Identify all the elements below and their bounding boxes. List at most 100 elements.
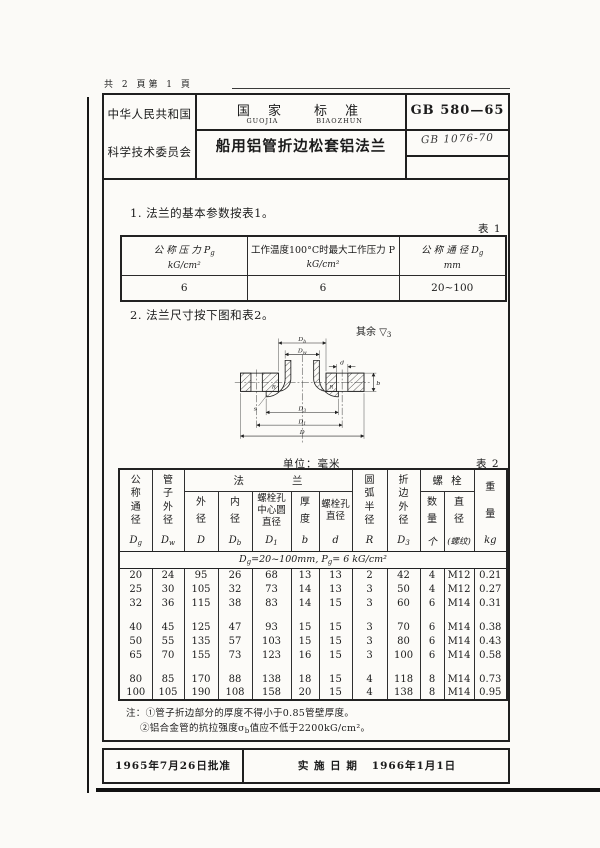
t2-spacer-cell	[118, 662, 153, 672]
pipe-wall-left	[265, 359, 292, 398]
std-cn-1: 国 家	[236, 104, 288, 119]
t2-cell: 50	[118, 634, 153, 648]
t2-spacer-cell	[251, 610, 292, 620]
flange-ring-left	[240, 372, 279, 392]
t2-cell: 95	[183, 568, 219, 582]
t2-cell: 15	[318, 620, 353, 634]
t2-spacer-cell	[386, 662, 421, 672]
t2-cell: 13	[290, 568, 320, 582]
t2-h-fold-od: 折边外径	[386, 469, 421, 531]
t2-symbol-cell: D1	[251, 531, 292, 552]
t2-cell: 32	[217, 582, 253, 596]
t2-cell: 83	[251, 596, 292, 610]
t2-cell: 15	[318, 686, 353, 700]
t2-cell: 93	[251, 620, 292, 634]
t2-cell: 100	[118, 686, 153, 700]
fillet-label-r-left: R	[271, 385, 276, 391]
t2-cell: 47	[217, 620, 253, 634]
t2-cell: 108	[217, 686, 253, 700]
t2-spacer-cell	[473, 610, 508, 620]
t2-symbol-cell: Db	[217, 531, 253, 552]
std-word-group: 国 家 GUOJIA	[237, 100, 288, 125]
footer-divider	[242, 750, 244, 782]
std-word-group: 标 准 BIAOZHUN	[314, 100, 365, 125]
t2-cell: 0.38	[473, 620, 508, 634]
t2-symbol-cell: Dg	[118, 531, 153, 552]
t2-spacer-cell	[443, 662, 475, 672]
t2-cell: 68	[251, 568, 292, 582]
t2-spacer-cell	[419, 662, 445, 672]
t2-symbol-cell: 个	[419, 531, 445, 552]
t2-h-id: 内径	[217, 491, 253, 531]
t2-spacer-cell	[473, 662, 508, 672]
t2-cell: 3	[351, 648, 388, 662]
t2-cell: 4	[419, 582, 445, 596]
t2-cell: 3	[351, 582, 388, 596]
t2-cell: 6	[419, 648, 445, 662]
t2-cell: 118	[386, 672, 421, 686]
t2-spacer-cell	[118, 610, 153, 620]
t2-group-spacer	[118, 610, 508, 620]
t2-cell: 42	[386, 568, 421, 582]
implementation-date: 实 施 日 期 1966年1月1日	[297, 760, 457, 772]
std-pinyin-1: GUOJIA	[246, 117, 279, 125]
t2-cell: 0.95	[473, 686, 508, 700]
t2-symbol-cell: D	[183, 531, 219, 552]
section-1-text: 1. 法兰的基本参数按表1。	[130, 206, 274, 220]
t2-cell: 15	[318, 672, 353, 686]
t2-cell: 57	[217, 634, 253, 648]
pagination: 共 2 頁第 1 頁	[104, 80, 193, 90]
issuer-cell: 中华人民共和国 科学技术委员会	[104, 95, 195, 178]
t2-cell: M12	[443, 582, 475, 596]
t2-symbol-cell: Dw	[151, 531, 185, 552]
table-2: 公称通径 管子外径 法兰 圆弧半径 折边外径 螺栓 重量 外径 内径 螺栓孔中心…	[118, 468, 509, 701]
t2-cell: 138	[386, 686, 421, 700]
header-right-rule-2	[407, 155, 508, 157]
t2-cell: 0.43	[473, 634, 508, 648]
t2-cell: 138	[251, 672, 292, 686]
t2-spacer-cell	[290, 662, 320, 672]
t2-cell: 15	[318, 596, 353, 610]
t2-cell: 65	[118, 648, 153, 662]
t2-cell: 8	[419, 686, 445, 700]
t2-cell: 15	[290, 634, 320, 648]
t2-symbol-cell: (螺纹)	[443, 531, 475, 552]
t2-cell: 14	[290, 582, 320, 596]
t2-h-bolt-hole: 螺栓孔直径	[318, 491, 353, 531]
table1-header-working-pressure: 工作温度100°C时最大工作压力 P kG/cm²	[246, 235, 400, 276]
t2-cell: 105	[183, 582, 219, 596]
table1-data-row: 6 6 20~100	[120, 275, 507, 302]
t2-subheader-row: Dg=20~100mm, Pg= 6 kG/cm²	[118, 551, 508, 569]
t2-symbol-cell: kg	[473, 531, 508, 552]
t2-spacer-cell	[183, 610, 219, 620]
t2-spacer-cell	[386, 610, 421, 620]
t2-cell: 105	[151, 686, 185, 700]
t2-cell: 0.27	[473, 582, 508, 596]
t2-cell: 3	[351, 634, 388, 648]
t2-cell: 13	[318, 582, 353, 596]
t2-cell: 50	[386, 582, 421, 596]
t2-header-row-labels: 外径 内径 螺栓孔中心圆直径 厚度 螺栓孔直径 数量 直径	[119, 491, 507, 531]
t2-group-flange: 法兰	[183, 469, 353, 492]
table1-value-diameter: 20~100	[398, 275, 507, 302]
t2-h-qty: 数量	[419, 491, 445, 531]
dim-label-d: d	[340, 360, 344, 367]
t2-spacer-cell	[351, 610, 388, 620]
t2-cell: 80	[386, 634, 421, 648]
t2-cell: 8	[419, 672, 445, 686]
t2-cell: 20	[118, 568, 153, 582]
t2-cell: 135	[183, 634, 219, 648]
header-mid-rule	[197, 129, 405, 131]
t2-h-dia: 直径	[443, 491, 475, 531]
t2-cell: 0.31	[473, 596, 508, 610]
t2-cell: 40	[118, 620, 153, 634]
t2-cell: 73	[217, 648, 253, 662]
t2-cell: 26	[217, 568, 253, 582]
t2-h-thickness: 厚度	[290, 491, 320, 531]
t2-spacer-cell	[183, 662, 219, 672]
fillet-label-r-right: R	[328, 385, 333, 391]
t2-spacer-cell	[151, 662, 185, 672]
t2-header-row-groups: 公称通径 管子外径 法兰 圆弧半径 折边外径 螺栓 重量	[118, 469, 508, 531]
t2-cell: 55	[151, 634, 185, 648]
